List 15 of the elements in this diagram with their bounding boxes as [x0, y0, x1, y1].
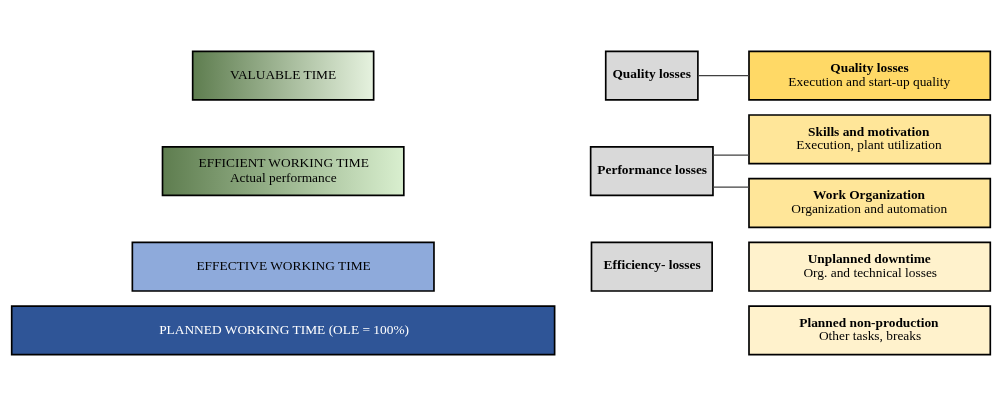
- node-box: Performance losses: [589, 145, 714, 196]
- connector: [697, 74, 750, 76]
- connector: [712, 185, 750, 188]
- node-box: PLANNED WORKING TIME (OLE = 100%): [10, 304, 556, 355]
- node-box: Efficiency- losses: [590, 241, 713, 292]
- node-box: Skills and motivation Execution, plant utilization: [748, 113, 992, 164]
- node-box: VALUABLE TIME: [191, 50, 375, 101]
- node-box: Planned non-production Other tasks, breaks: [748, 304, 992, 355]
- node-box: EFFECTIVE WORKING TIME: [131, 241, 435, 292]
- node-box: Work Organization Organization and automation: [748, 177, 992, 228]
- node-box: EFFICIENT WORKING TIME Actual performance: [161, 145, 405, 196]
- connector: [712, 154, 750, 156]
- node-box: Unplanned downtime Org. and technical losses: [748, 241, 992, 292]
- node-box: Quality losses: [604, 50, 699, 101]
- node-box: Quality losses Execution and start-up quality: [748, 50, 992, 101]
